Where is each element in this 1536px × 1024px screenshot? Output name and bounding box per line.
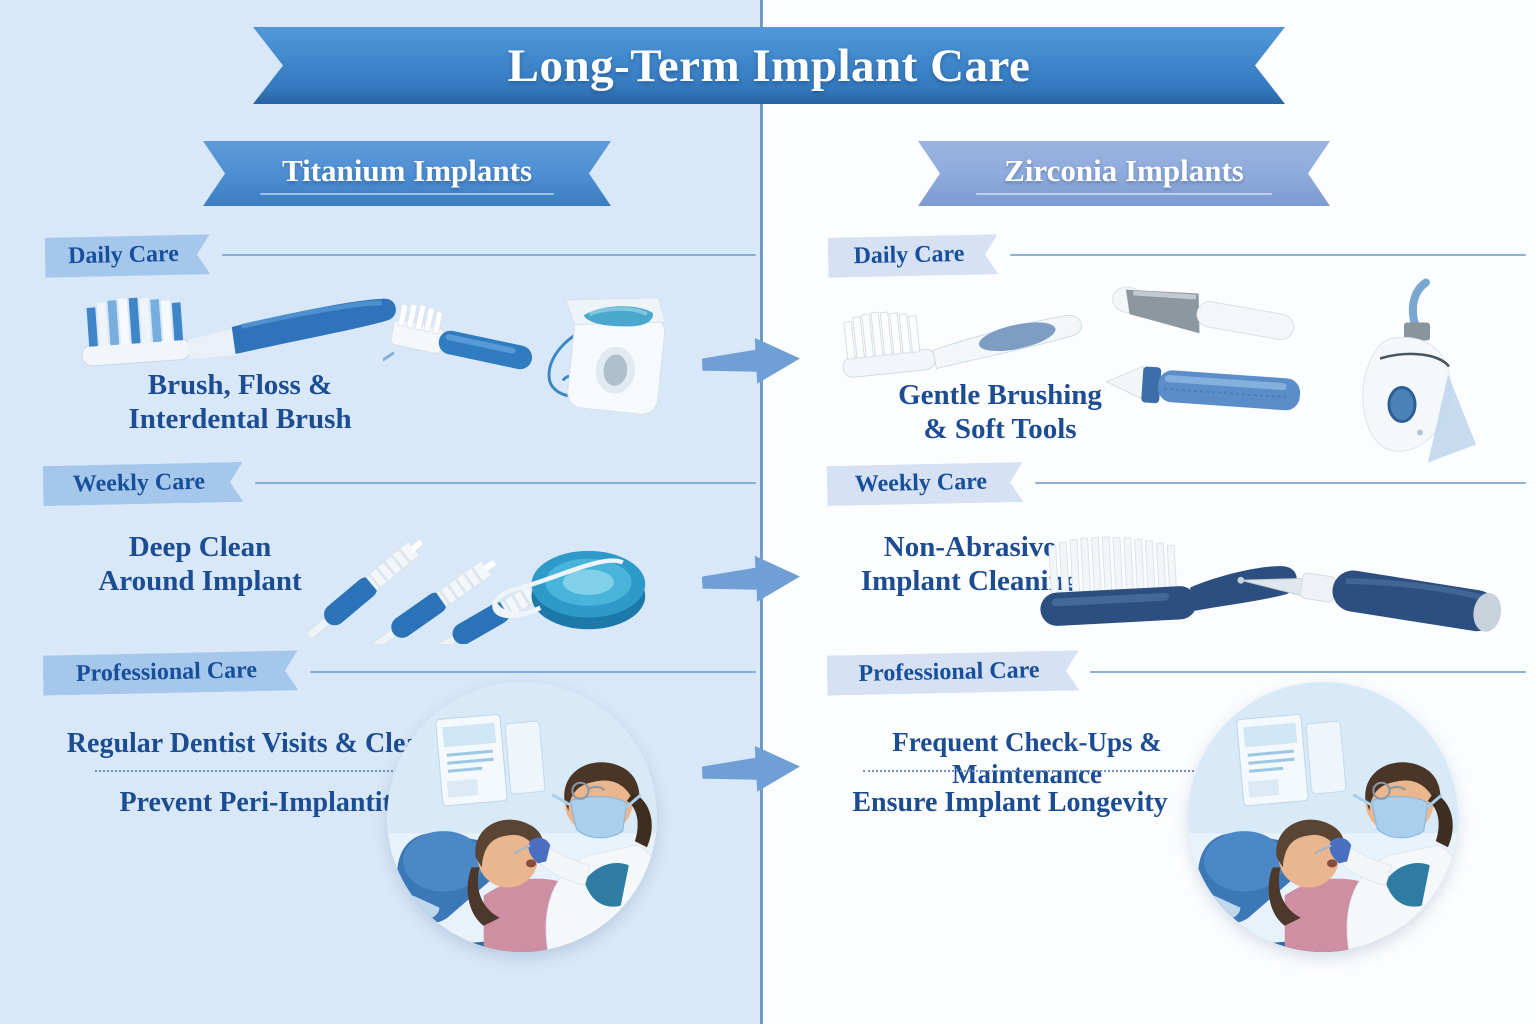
zirconia-banner: Zirconia Implants <box>918 141 1330 206</box>
dotted-divider <box>95 770 445 772</box>
care-text-line: Implant Cleaning <box>860 565 1080 598</box>
title-ribbon: Long-Term Implant Care <box>253 27 1285 104</box>
tag-label: Professional Care <box>858 656 1040 687</box>
soft-toothbrush-icon <box>835 288 1095 388</box>
section-rule <box>310 671 756 673</box>
right-weekly-care-tag: Weekly Care <box>827 462 1024 506</box>
toothbrush-icon <box>72 278 407 375</box>
section-rule <box>255 482 756 484</box>
column-divider <box>760 0 763 1024</box>
banner-underline <box>260 193 554 195</box>
care-text-line: Deep Clean <box>128 531 272 563</box>
right-daily-care-text: Gentle Brushing & Soft Tools <box>845 378 1155 446</box>
tag-label: Weekly Care <box>72 468 206 497</box>
left-weekly-care-text: Deep Clean Around Implant <box>40 530 360 598</box>
section-rule <box>1090 671 1526 673</box>
left-professional-subheading: Prevent Peri-Implantitis <box>119 787 411 818</box>
arrow-right-icon <box>700 546 803 611</box>
section-rule <box>1035 482 1526 484</box>
care-text-line: Brush, Floss & <box>147 369 333 401</box>
denture-brush-icon <box>1018 512 1506 644</box>
section-rule <box>222 254 756 256</box>
right-professional-subheading: Ensure Implant Longevity <box>852 787 1168 818</box>
left-daily-care-text: Brush, Floss & Interdental Brush <box>60 368 420 436</box>
section-rule <box>1010 254 1526 256</box>
interdental-brush-set-icon <box>298 492 663 644</box>
zirconia-title: Zirconia Implants <box>1004 152 1244 188</box>
titanium-banner: Titanium Implants <box>203 141 611 206</box>
left-professional-care-tag: Professional Care <box>43 650 299 695</box>
arrow-right-icon <box>700 736 803 801</box>
right-professional-care-tag: Professional Care <box>827 650 1080 695</box>
page-title: Long-Term Implant Care <box>507 39 1031 92</box>
right-professional-heading: Frequent Check-Ups & Maintenance <box>892 727 1162 789</box>
left-daily-care-tag: Daily Care <box>45 234 211 277</box>
arrow-right-icon <box>700 328 803 393</box>
water-flosser-icon <box>1330 272 1480 468</box>
banner-underline <box>976 193 1273 195</box>
polishing-tool-icon <box>1100 282 1305 362</box>
care-text-line: Gentle Brushing <box>898 379 1102 411</box>
right-weekly-care-text: Non-Abrasive Implant Cleaning <box>815 530 1125 598</box>
dentist-visit-icon <box>1188 682 1458 952</box>
tag-label: Professional Care <box>75 656 258 687</box>
care-text-line: & Soft Tools <box>923 413 1077 446</box>
floss-dispenser-icon <box>542 276 690 428</box>
dotted-divider <box>863 770 1218 772</box>
care-text-line: Non-Abrasive <box>883 531 1057 563</box>
right-daily-care-tag: Daily Care <box>828 234 999 278</box>
left-weekly-care-tag: Weekly Care <box>43 462 244 506</box>
titanium-title: Titanium Implants <box>281 152 533 188</box>
dentist-visit-icon <box>387 682 657 952</box>
tag-label: Weekly Care <box>854 468 988 497</box>
care-text-line: Interdental Brush <box>128 403 352 436</box>
tag-label: Daily Care <box>67 240 180 269</box>
care-text-line: Around Implant <box>98 565 302 598</box>
tag-label: Daily Care <box>853 240 965 269</box>
